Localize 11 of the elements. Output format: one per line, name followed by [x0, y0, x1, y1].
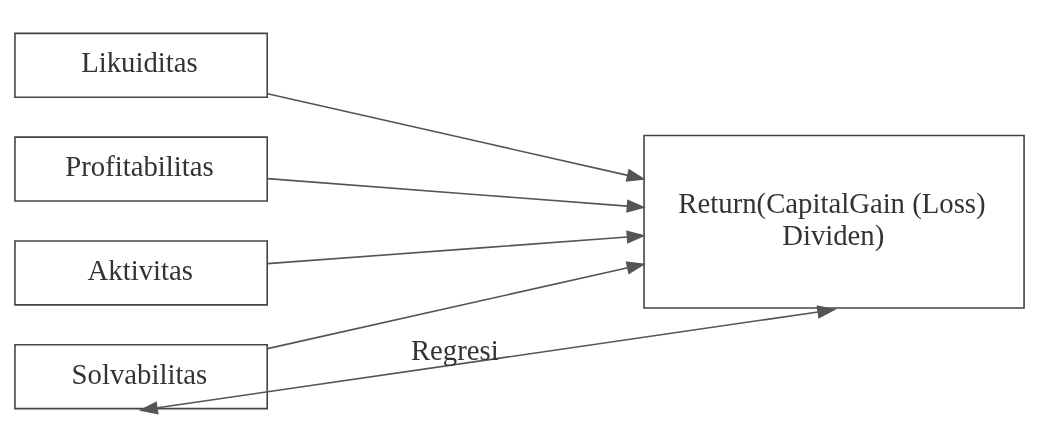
node-box: Profitabilitas — [14, 136, 269, 202]
node-box: Return(CapitalGain (Loss) Dividen) — [643, 134, 1025, 309]
arrow — [266, 177, 646, 213]
node-box: Likuiditas — [14, 32, 269, 99]
node-box: Aktivitas — [14, 240, 269, 306]
node-box: Solvabilitas — [14, 343, 269, 410]
arrow — [266, 230, 646, 265]
arrow — [266, 92, 646, 182]
arrow — [266, 261, 646, 350]
edge-label: Regresi — [410, 333, 499, 366]
arrow — [138, 305, 837, 415]
